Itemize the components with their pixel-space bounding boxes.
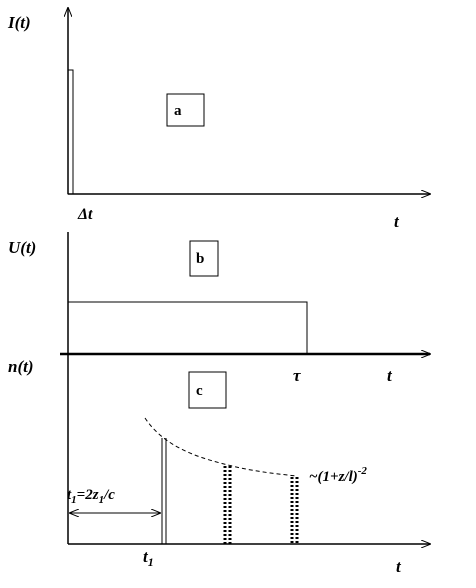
current-pulse <box>67 69 74 195</box>
pulse-width-label: Δt <box>77 206 93 223</box>
decay-law-label: ~(1+z/l)-2 <box>309 465 367 485</box>
voltage-pulse <box>67 301 308 355</box>
panel-c-box <box>188 371 227 409</box>
panel-a: I(t) a Δt t <box>7 8 430 231</box>
panel-b-box-label: b <box>196 251 204 267</box>
panel-a-box-label: a <box>174 103 182 119</box>
panel-c: n(t) c t1=2z1/c ~(1+z/l)-2 t1 t <box>8 354 430 576</box>
panel-c-box-label: c <box>196 383 203 399</box>
panel-b-x-label: t <box>387 366 393 385</box>
panel-c-y-label: n(t) <box>8 357 34 376</box>
panel-a-x-label: t <box>394 212 400 231</box>
t1-equation: t1=2z1/c <box>67 487 115 506</box>
panel-b-y-label: U(t) <box>8 238 36 257</box>
tau-label: τ <box>293 366 301 385</box>
panel-b: U(t) b τ t <box>8 232 430 385</box>
panel-a-box <box>166 93 205 127</box>
panel-c-x-label: t <box>396 557 402 576</box>
decay-envelope-curve <box>144 417 297 477</box>
panel-a-y-label: I(t) <box>7 13 31 32</box>
t1-tick-label: t1 <box>143 547 154 569</box>
panel-b-box <box>189 240 219 277</box>
